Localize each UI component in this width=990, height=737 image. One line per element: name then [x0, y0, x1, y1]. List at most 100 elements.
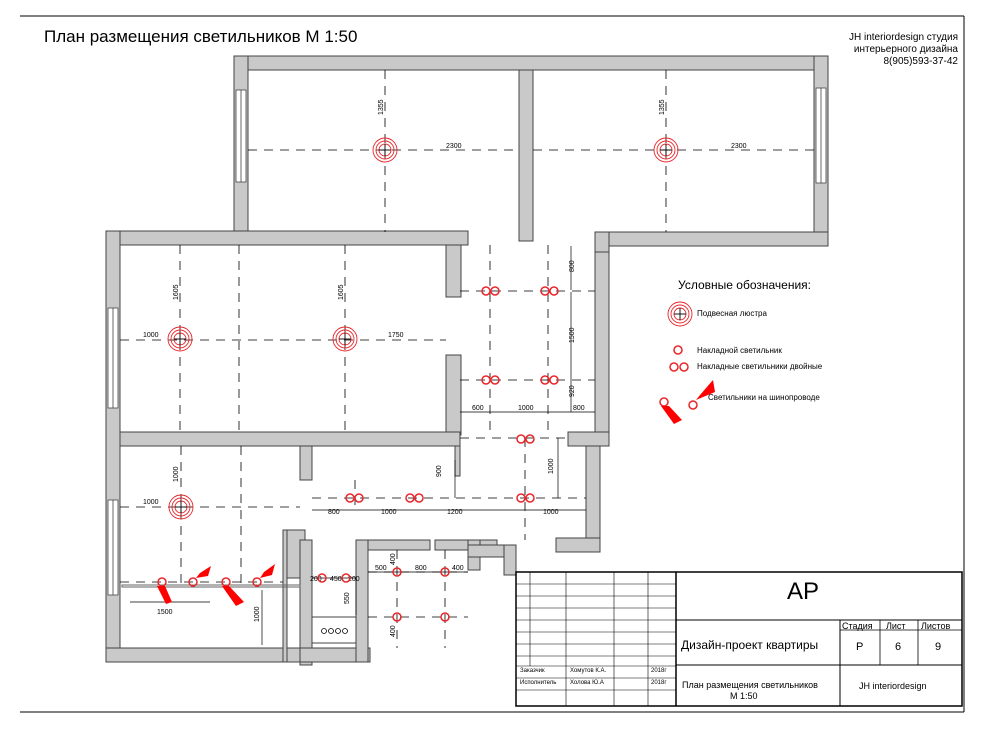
dim-label: 1500: [157, 609, 173, 616]
stamp-author-year: 2018г: [651, 680, 667, 686]
studio-name: JH interiordesign студия: [848, 32, 958, 43]
surface-light-icon: [392, 612, 402, 622]
dim-label: 1000: [518, 405, 534, 412]
surface-light-icon: [341, 573, 351, 583]
double-surface-light-icon: [540, 286, 559, 296]
stamp-author-label: Исполнитель: [520, 680, 557, 686]
title-block: [515, 571, 963, 707]
dim-label: 900: [436, 465, 443, 477]
dim-label: 550: [344, 592, 351, 604]
dim-label: 450: [330, 576, 342, 583]
surface-lights: [317, 286, 559, 622]
track-spotlight-icon: [252, 564, 275, 587]
surface-light-icon: [440, 612, 450, 622]
surface-light-icon: [673, 345, 683, 355]
legend-symbols: [659, 301, 715, 424]
dim-label: 800: [569, 260, 576, 272]
stamp-col-sheet: Лист: [886, 621, 906, 631]
dim-label: 200: [348, 576, 360, 583]
double-surface-light-icon: [345, 493, 364, 503]
double-surface-light-icon: [405, 493, 424, 503]
stamp-customer: Хомутов К.А.: [570, 668, 607, 674]
double-surface-light-icon: [516, 434, 535, 444]
dim-label: 2300: [731, 143, 747, 150]
stamp-col-stage: Стадия: [842, 621, 873, 631]
dim-label: 1605: [173, 284, 180, 300]
legend-item-track-lights: Светильники на шинопроводе: [708, 393, 820, 402]
stove-panel: [311, 616, 357, 644]
pendant-chandelier-icon: [653, 137, 679, 163]
stamp-drawing-scale: М 1:50: [730, 691, 758, 701]
legend-item-chandelier: Подвесная люстра: [697, 309, 767, 318]
dim-label: 1200: [447, 509, 463, 516]
double-surface-light-icon: [481, 375, 500, 385]
stamp-sheets: 9: [935, 641, 942, 653]
double-surface-light-icon: [516, 493, 535, 503]
surface-light-icon: [392, 567, 402, 577]
double-surface-light-icon: [540, 375, 559, 385]
dimension-labels: 2300 2300 1355 1355 1605 1605 1000 1750 …: [143, 99, 747, 637]
dim-label: 800: [573, 405, 585, 412]
stamp-customer-year: 2018г: [651, 668, 667, 674]
dim-label: 1355: [659, 99, 666, 115]
dimension-ticks: [130, 246, 595, 645]
stove-burners-icon: [321, 628, 348, 634]
track-spotlight-icon: [188, 566, 211, 587]
dim-label: 1355: [378, 99, 385, 115]
stamp-project: Дизайн-проект квартиры: [681, 638, 819, 652]
dim-label: 1000: [143, 499, 159, 506]
dim-label: 400: [390, 625, 397, 637]
stamp-drawing-title: План размещения светильников: [682, 680, 818, 690]
dim-label: 1605: [338, 284, 345, 300]
stamp-customer-label: Заказчик: [520, 668, 545, 674]
kitchen-counter: [121, 584, 301, 588]
double-surface-light-icon: [669, 362, 689, 372]
dim-label: 1000: [381, 509, 397, 516]
legend-item-surface-light: Накладной светильник: [697, 346, 782, 355]
dim-label: 1000: [543, 509, 559, 516]
dim-label: 800: [328, 509, 340, 516]
track-lights: [157, 564, 275, 606]
pendant-chandelier-icon: [167, 326, 193, 352]
stamp-stage: Р: [856, 641, 864, 653]
dim-label: 920: [569, 385, 576, 397]
dim-label: 1000: [143, 332, 159, 339]
dim-label: 800: [415, 565, 427, 572]
track-spotlight-icon: [157, 577, 172, 604]
stamp-organisation: JH interiordesign: [859, 681, 927, 691]
dim-label: 400: [452, 565, 464, 572]
sheet-title: План размещения светильников М 1:50: [44, 27, 358, 46]
stamp-code: АР: [787, 578, 820, 605]
pendant-chandelier-icon: [332, 326, 358, 352]
studio-subtitle: интерьерного дизайна: [853, 44, 958, 55]
dim-label: 200: [310, 576, 322, 583]
track-spotlight-icon: [659, 397, 682, 424]
dim-label: 1000: [173, 466, 180, 482]
windows: [107, 87, 827, 596]
pendant-chandelier-icon: [372, 137, 398, 163]
dim-label: 1500: [569, 327, 576, 343]
surface-light-icon: [440, 567, 450, 577]
dim-label: 1000: [548, 458, 555, 474]
pendant-chandelier-icon: [168, 494, 194, 520]
stamp-author: Холова Ю.А: [570, 680, 604, 686]
track-spotlight-icon: [688, 380, 715, 410]
dim-label: 1000: [254, 606, 261, 622]
legend-item-double-light: Накладные светильники двойные: [697, 362, 823, 371]
dim-label: 2300: [446, 143, 462, 150]
dimension-lines: [120, 70, 814, 648]
double-surface-light-icon: [481, 286, 500, 296]
pendant-chandelier-icon: [667, 301, 693, 327]
dim-label: 500: [375, 565, 387, 572]
chandeliers: [167, 137, 679, 520]
walls: [105, 55, 829, 666]
dim-label: 1750: [388, 332, 404, 339]
track-spotlight-icon: [221, 577, 244, 606]
legend-heading: Условные обозначения:: [678, 278, 811, 292]
surface-light-icon: [317, 573, 327, 583]
studio-phone: 8(905)593-37-42: [883, 56, 959, 67]
dim-label: 400: [390, 553, 397, 565]
stamp-sheet: 6: [895, 641, 902, 653]
